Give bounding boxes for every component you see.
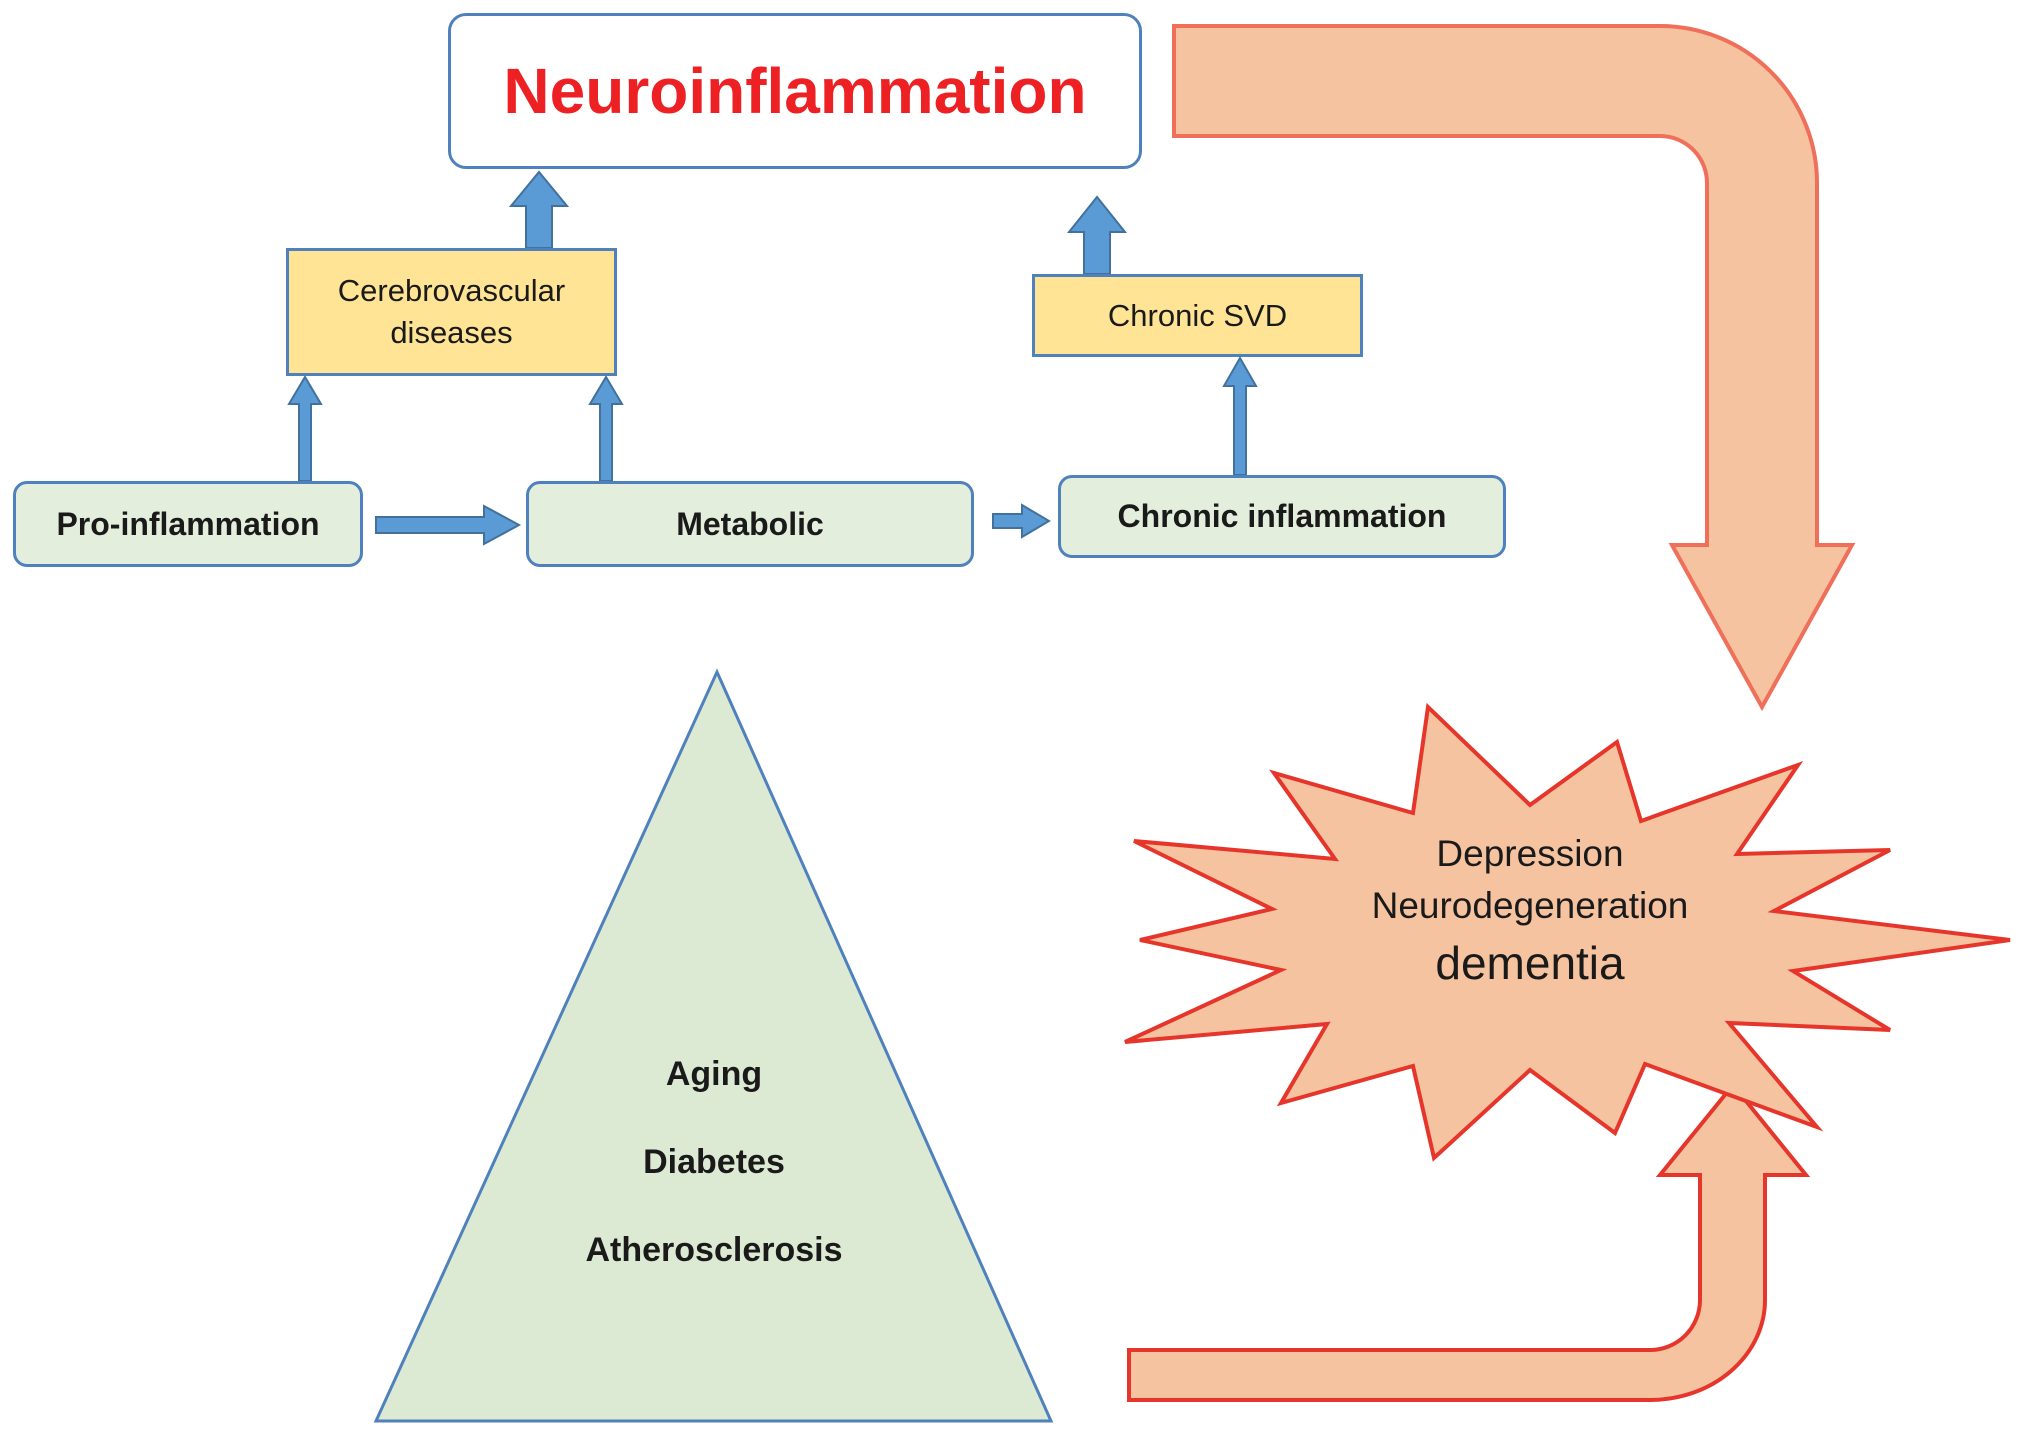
risk-triangle (373, 668, 1054, 1423)
arrow-chronic-inflammation-to-chronic-svd (1222, 355, 1258, 476)
arrow-metabolic-to-chronic-inflammation (992, 503, 1051, 539)
metabolic-box: Metabolic (526, 481, 974, 567)
neuroinflammation-box: Neuroinflammation (448, 13, 1142, 169)
risk-item-diabetes: Diabetes (643, 1143, 785, 1181)
chronic-svd-box: Chronic SVD (1032, 274, 1363, 357)
outcome-starburst (1124, 702, 2011, 1162)
cerebrovascular-line2: diseases (390, 315, 513, 350)
outcome-burst-labels: Depression Neurodegeneration dementia (1205, 828, 1855, 994)
metabolic-label: Metabolic (676, 505, 824, 542)
top-feedback-arrow (1172, 24, 1856, 712)
risk-item-atherosclerosis: Atherosclerosis (585, 1231, 843, 1269)
arrow-pro-inflammation-to-metabolic (375, 504, 522, 546)
chronic-svd-label: Chronic SVD (1107, 297, 1288, 333)
chronic-inflammation-box: Chronic inflammation (1058, 475, 1506, 558)
neuroinflammation-label: Neuroinflammation (503, 55, 1087, 127)
cerebrovascular-line1: Cerebrovascular (337, 273, 566, 309)
arrow-metabolic-to-cerebrovascular (588, 375, 624, 482)
bottom-feedback-arrow (1127, 1081, 1811, 1402)
pro-inflammation-box: Pro-inflammation (13, 481, 363, 567)
arrow-cerebrovascular-to-neuroinflammation (508, 170, 570, 249)
risk-item-aging: Aging (665, 1055, 763, 1093)
chronic-inflammation-label: Chronic inflammation (1117, 498, 1447, 534)
arrow-pro-inflammation-to-cerebrovascular (287, 375, 323, 482)
cerebrovascular-diseases-label: Cerebrovascular diseases (338, 270, 565, 354)
arrow-chronic-svd-to-neuroinflammation (1066, 195, 1128, 275)
pro-inflammation-label: Pro-inflammation (56, 505, 320, 542)
outcome-depression: Depression (1436, 833, 1624, 874)
outcome-dementia: dementia (1435, 937, 1625, 989)
cerebrovascular-diseases-box: Cerebrovascular diseases (286, 248, 617, 376)
risk-triangle-labels: Aging Diabetes Atherosclerosis (377, 1052, 1051, 1316)
outcome-neurodegeneration: Neurodegeneration (1371, 885, 1689, 926)
